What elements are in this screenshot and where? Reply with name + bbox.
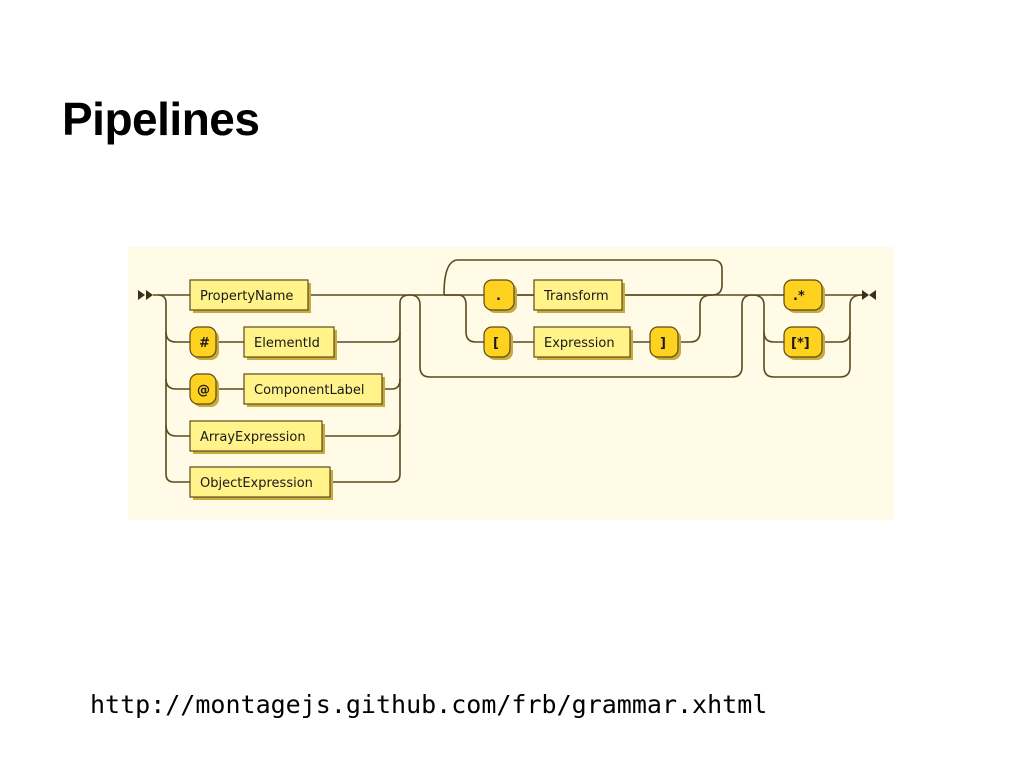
object-expression-label: ObjectExpression [200, 476, 313, 491]
array-expression-label: ArrayExpression [200, 430, 306, 445]
bracket-star-token: [*] [791, 336, 810, 351]
open-bracket-token: [ [493, 336, 499, 351]
railroad-svg: PropertyName ElementId ComponentLabel Ar… [138, 259, 876, 500]
terminal-at: @ [189, 373, 219, 407]
hash-token: # [199, 336, 210, 351]
diagram-tracks [138, 259, 876, 483]
start-arrow-icon [146, 290, 153, 300]
terminal-open-bracket: [ [483, 326, 513, 360]
nonterminal-component-label: ComponentLabel [243, 373, 385, 407]
nonterminal-expression: Expression [533, 326, 633, 360]
close-bracket-token: ] [660, 336, 666, 351]
property-name-label: PropertyName [200, 289, 293, 304]
terminal-close-bracket: ] [649, 326, 681, 360]
source-url: http://montagejs.github.com/frb/grammar.… [90, 690, 768, 719]
terminal-dot-star: .* [783, 279, 825, 313]
element-id-label: ElementId [254, 336, 320, 351]
slide-title: Pipelines [62, 93, 260, 145]
nonterminal-element-id: ElementId [243, 326, 337, 360]
end-arrow-icon [869, 290, 876, 300]
component-label-label: ComponentLabel [254, 383, 365, 398]
nonterminal-transform: Transform [533, 279, 625, 313]
nonterminal-object-expression: ObjectExpression [189, 466, 333, 500]
dot-star-token: .* [793, 289, 805, 304]
terminal-dot: . [483, 279, 517, 313]
nonterminal-array-expression: ArrayExpression [189, 420, 325, 454]
at-token: @ [197, 383, 210, 398]
terminal-hash: # [189, 326, 219, 360]
expression-label: Expression [544, 336, 615, 351]
nonterminal-property-name: PropertyName [189, 279, 311, 313]
end-arrow-icon [862, 290, 869, 300]
start-arrow-icon [138, 290, 145, 300]
terminal-bracket-star: [*] [783, 326, 825, 360]
dot-token: . [496, 289, 501, 304]
transform-label: Transform [543, 289, 609, 304]
railroad-diagram: PropertyName ElementId ComponentLabel Ar… [128, 247, 894, 520]
